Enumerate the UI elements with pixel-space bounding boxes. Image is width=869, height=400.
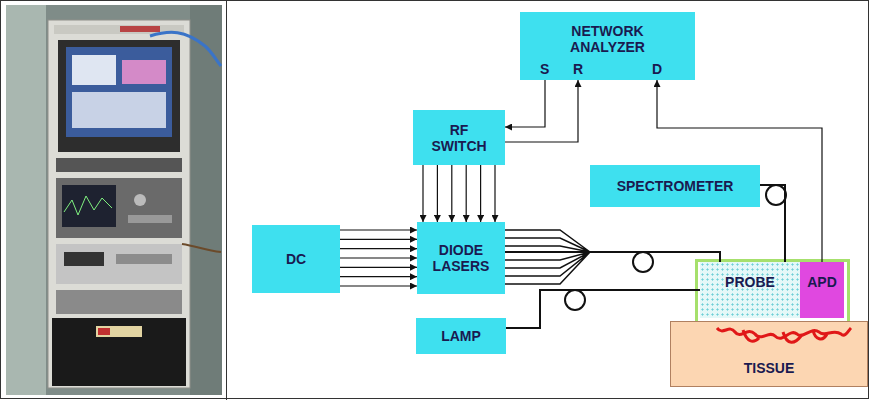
port-label: D [652, 61, 662, 77]
tissue-lesion [713, 322, 853, 352]
box-label: TISSUE [744, 360, 795, 376]
laser-box: DIODE LASERS [417, 222, 505, 294]
analyzer-box: NETWORK ANALYZERS R D [520, 12, 695, 80]
signal-arrow [451, 165, 452, 222]
signal-arrow [505, 80, 545, 127]
signal-arrow [422, 165, 423, 222]
signal-arrow [505, 80, 578, 142]
port-label: S [540, 61, 549, 77]
spectrometer-box: SPECTROMETER [590, 165, 760, 207]
signal-arrow [340, 229, 417, 230]
detector-box: APD [800, 262, 844, 318]
signal-arrow [340, 285, 417, 286]
box-label: DC [286, 251, 306, 267]
box-label: DIODE LASERS [426, 242, 496, 274]
signal-arrow [466, 165, 467, 222]
signal-arrow [340, 257, 417, 258]
signal-arrow [340, 276, 417, 277]
box-label: LAMP [441, 328, 481, 344]
dc-source-box: DC [252, 225, 340, 293]
lamp-box: LAMP [416, 318, 506, 354]
box-label: NETWORK ANALYZER [553, 23, 663, 55]
signal-arrow [340, 248, 417, 249]
switch-box: RF SWITCH [413, 110, 505, 165]
signal-arrow [437, 165, 438, 222]
box-label: PROBE [725, 274, 775, 290]
tissue-block: TISSUE [670, 321, 868, 387]
probe-box: PROBE [700, 262, 800, 318]
optical-fiber [505, 252, 720, 262]
optical-fiber [760, 185, 785, 262]
signal-arrow [340, 267, 417, 268]
signal-arrow [340, 239, 417, 240]
signal-arrow [480, 165, 481, 222]
box-label: RF SWITCH [424, 122, 494, 154]
signal-arrow [494, 165, 495, 222]
box-label: SPECTROMETER [617, 178, 734, 194]
port-label: R [573, 61, 583, 77]
box-label: APD [807, 274, 837, 290]
